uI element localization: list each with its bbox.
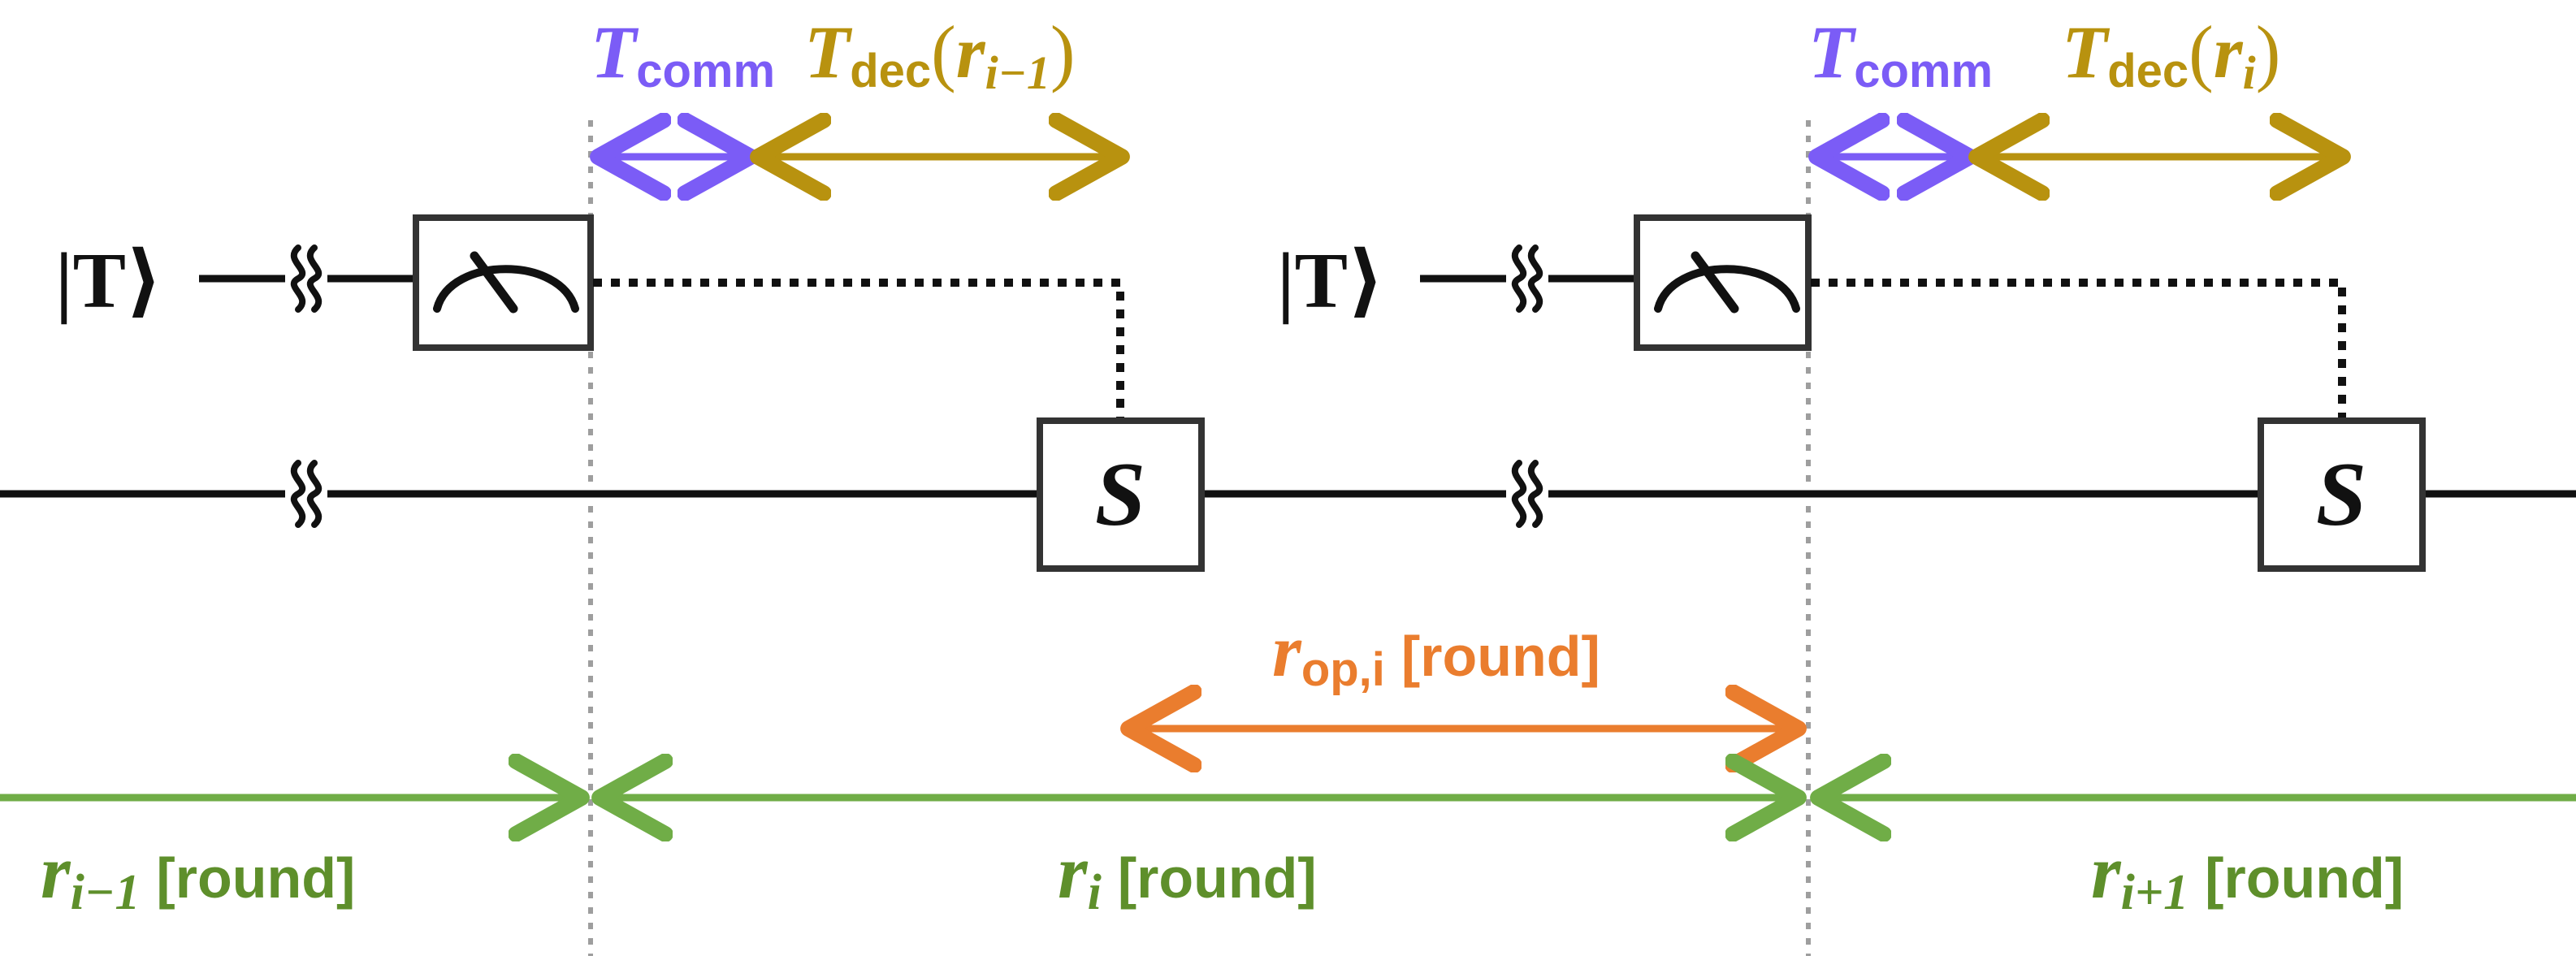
round-prev-label: ri−1[round] xyxy=(41,830,355,920)
meter-icon xyxy=(413,214,594,351)
classical-control-wire-1 xyxy=(593,279,1124,422)
wavy-break-icon xyxy=(1506,456,1548,531)
wavy-break-icon xyxy=(1506,241,1548,316)
wavy-break-icon xyxy=(285,241,327,316)
meter-icon xyxy=(1634,214,1812,351)
s-gate-2: S xyxy=(2258,417,2426,572)
s-gate-1: S xyxy=(1037,417,1205,572)
tcomm-label-1: Tcomm xyxy=(591,11,775,97)
tdec-label-1: Tdec(ri−1) xyxy=(804,11,1076,99)
t-state-ket-2: |T⟩ xyxy=(1277,237,1384,325)
round-curr-label: ri[round] xyxy=(1058,830,1317,920)
tcomm-label-2: Tcomm xyxy=(1808,11,1993,97)
classical-control-wire-2 xyxy=(1811,279,2346,422)
tdec-label-2: Tdec(ri) xyxy=(2062,11,2280,99)
wavy-break-icon xyxy=(285,456,327,531)
s-gate-label-1: S xyxy=(1095,444,1145,545)
t-state-ket-1: |T⟩ xyxy=(55,237,162,325)
round-next-label: ri+1[round] xyxy=(2091,830,2404,920)
s-gate-label-2: S xyxy=(2316,444,2366,545)
rop-label: rop,i[round] xyxy=(1272,609,1600,696)
